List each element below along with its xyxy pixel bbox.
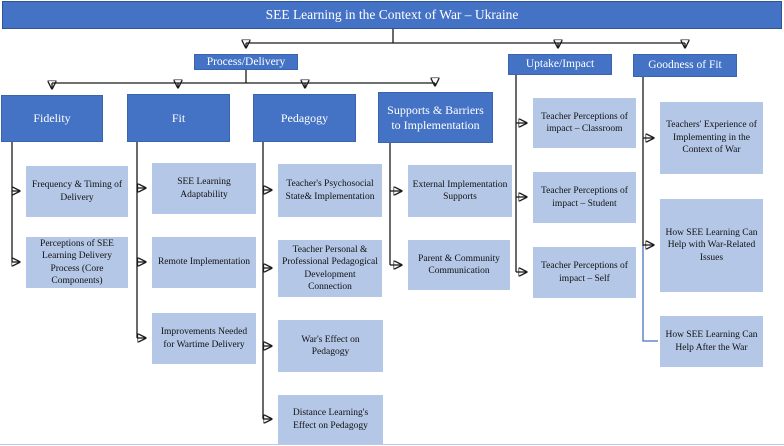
node-fit: Fit (127, 94, 230, 142)
title-split-connector (246, 29, 685, 47)
leaf-frequency-timing: Frequency & Timing of Delivery (26, 166, 128, 217)
node-goodness-of-fit: Goodness of Fit (633, 54, 737, 77)
leaf-pedagogical-development: Teacher Personal & Professional Pedagogi… (278, 240, 382, 297)
bottom-divider (0, 444, 784, 445)
leaf-impact-self: Teacher Perceptions of impact – Self (533, 247, 636, 298)
leaf-help-after-war: How SEE Learning Can Help After the War (660, 316, 763, 367)
leaf-wars-effect: War's Effect on Pedagogy (278, 320, 383, 372)
node-uptake-impact: Uptake/Impact (508, 54, 612, 75)
supports-connectors (389, 143, 401, 265)
leaf-psychosocial-state: Teacher's Psychosocial State& Implementa… (278, 164, 382, 217)
leaf-teachers-experience-war: Teachers' Experience of Implementing in … (660, 102, 763, 174)
leaf-adaptability: SEE Learning Adaptability (152, 163, 256, 214)
node-supports-barriers: Supports & Barriers to Implementation (378, 92, 493, 143)
process-split-connector (52, 70, 435, 88)
fit-connectors (136, 142, 145, 338)
pedagogy-connectors (262, 142, 271, 419)
uptake-connectors (515, 75, 526, 272)
leaf-impact-classroom: Teacher Perceptions of impact – Classroo… (533, 98, 636, 148)
leaf-external-supports: External Implementation Supports (408, 165, 512, 217)
leaf-parent-community: Parent & Community Communication (408, 240, 510, 290)
leaf-distance-learning-effect: Distance Learning's Effect on Pedagogy (278, 395, 383, 444)
fidelity-connectors (11, 142, 19, 262)
leaf-impact-student: Teacher Perceptions of impact – Student (533, 172, 636, 223)
leaf-improvements-wartime: Improvements Needed for Wartime Delivery (152, 313, 256, 364)
title-banner: SEE Learning in the Context of War – Ukr… (2, 1, 782, 29)
node-pedagogy: Pedagogy (253, 94, 356, 142)
leaf-help-war-related: How SEE Learning Can Help with War-Relat… (660, 199, 763, 292)
leaf-remote-implementation: Remote Implementation (152, 237, 256, 288)
leaf-perceptions-delivery: Perceptions of SEE Learning Delivery Pro… (26, 237, 128, 288)
node-fidelity: Fidelity (1, 95, 103, 142)
goodness-connectors (642, 77, 658, 342)
node-process-delivery: Process/Delivery (194, 54, 298, 70)
